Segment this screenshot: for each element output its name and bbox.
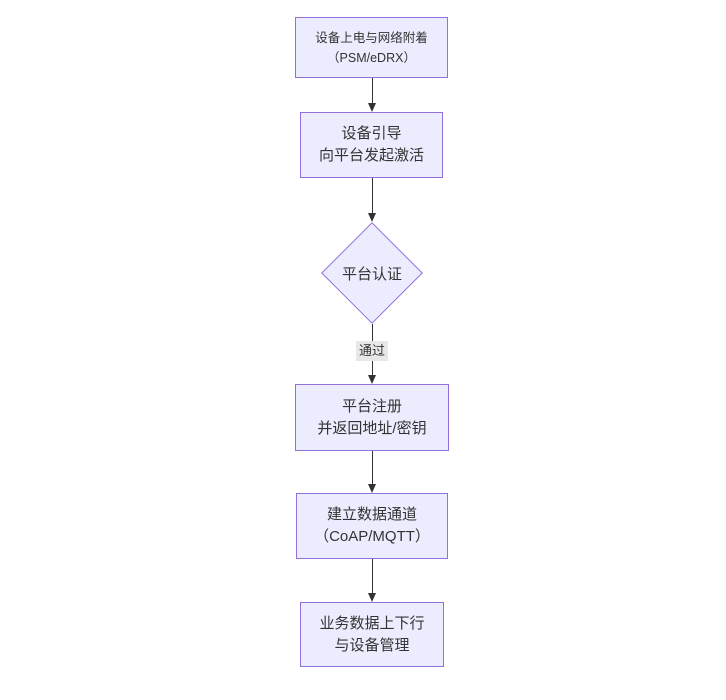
node-text-line: 平台认证 xyxy=(341,265,402,283)
arrow-channel-to-business xyxy=(371,559,373,593)
arrowhead-icon xyxy=(367,103,376,112)
node-text-line: （PSM/eDRX） xyxy=(327,50,416,65)
arrow-power-to-bootstrap xyxy=(371,78,373,103)
flow-node-data-channel: 建立数据通道 （CoAP/MQTT） xyxy=(296,493,448,559)
flow-node-power-attach: 设备上电与网络附着 （PSM/eDRX） xyxy=(295,17,448,78)
arrow-bootstrap-to-auth xyxy=(371,178,373,213)
flow-node-platform-auth: 平台认证 xyxy=(321,222,423,324)
node-text-line: 设备上电与网络附着 xyxy=(315,30,428,45)
arrow-register-to-channel xyxy=(371,451,373,484)
node-text-line: 设备引导 xyxy=(341,125,402,142)
node-text-line: （CoAP/MQTT） xyxy=(314,528,430,545)
node-text-line: 建立数据通道 xyxy=(326,506,417,523)
edge-label-pass: 通过 xyxy=(355,341,389,361)
arrowhead-icon xyxy=(367,484,376,493)
node-text-line: 业务数据上下行 xyxy=(319,614,425,632)
arrowhead-icon xyxy=(367,213,376,222)
arrowhead-icon xyxy=(367,593,376,602)
node-text-line: 向平台发起激活 xyxy=(318,147,424,164)
node-text-line: 并返回地址/密钥 xyxy=(317,419,427,437)
flow-node-business-data: 业务数据上下行 与设备管理 xyxy=(300,602,444,667)
arrowhead-icon xyxy=(367,375,376,384)
node-text-line: 平台注册 xyxy=(341,397,402,415)
flow-node-bootstrap: 设备引导 向平台发起激活 xyxy=(300,112,443,178)
flow-node-platform-register: 平台注册 并返回地址/密钥 xyxy=(295,384,449,451)
node-text-line: 与设备管理 xyxy=(334,636,410,654)
